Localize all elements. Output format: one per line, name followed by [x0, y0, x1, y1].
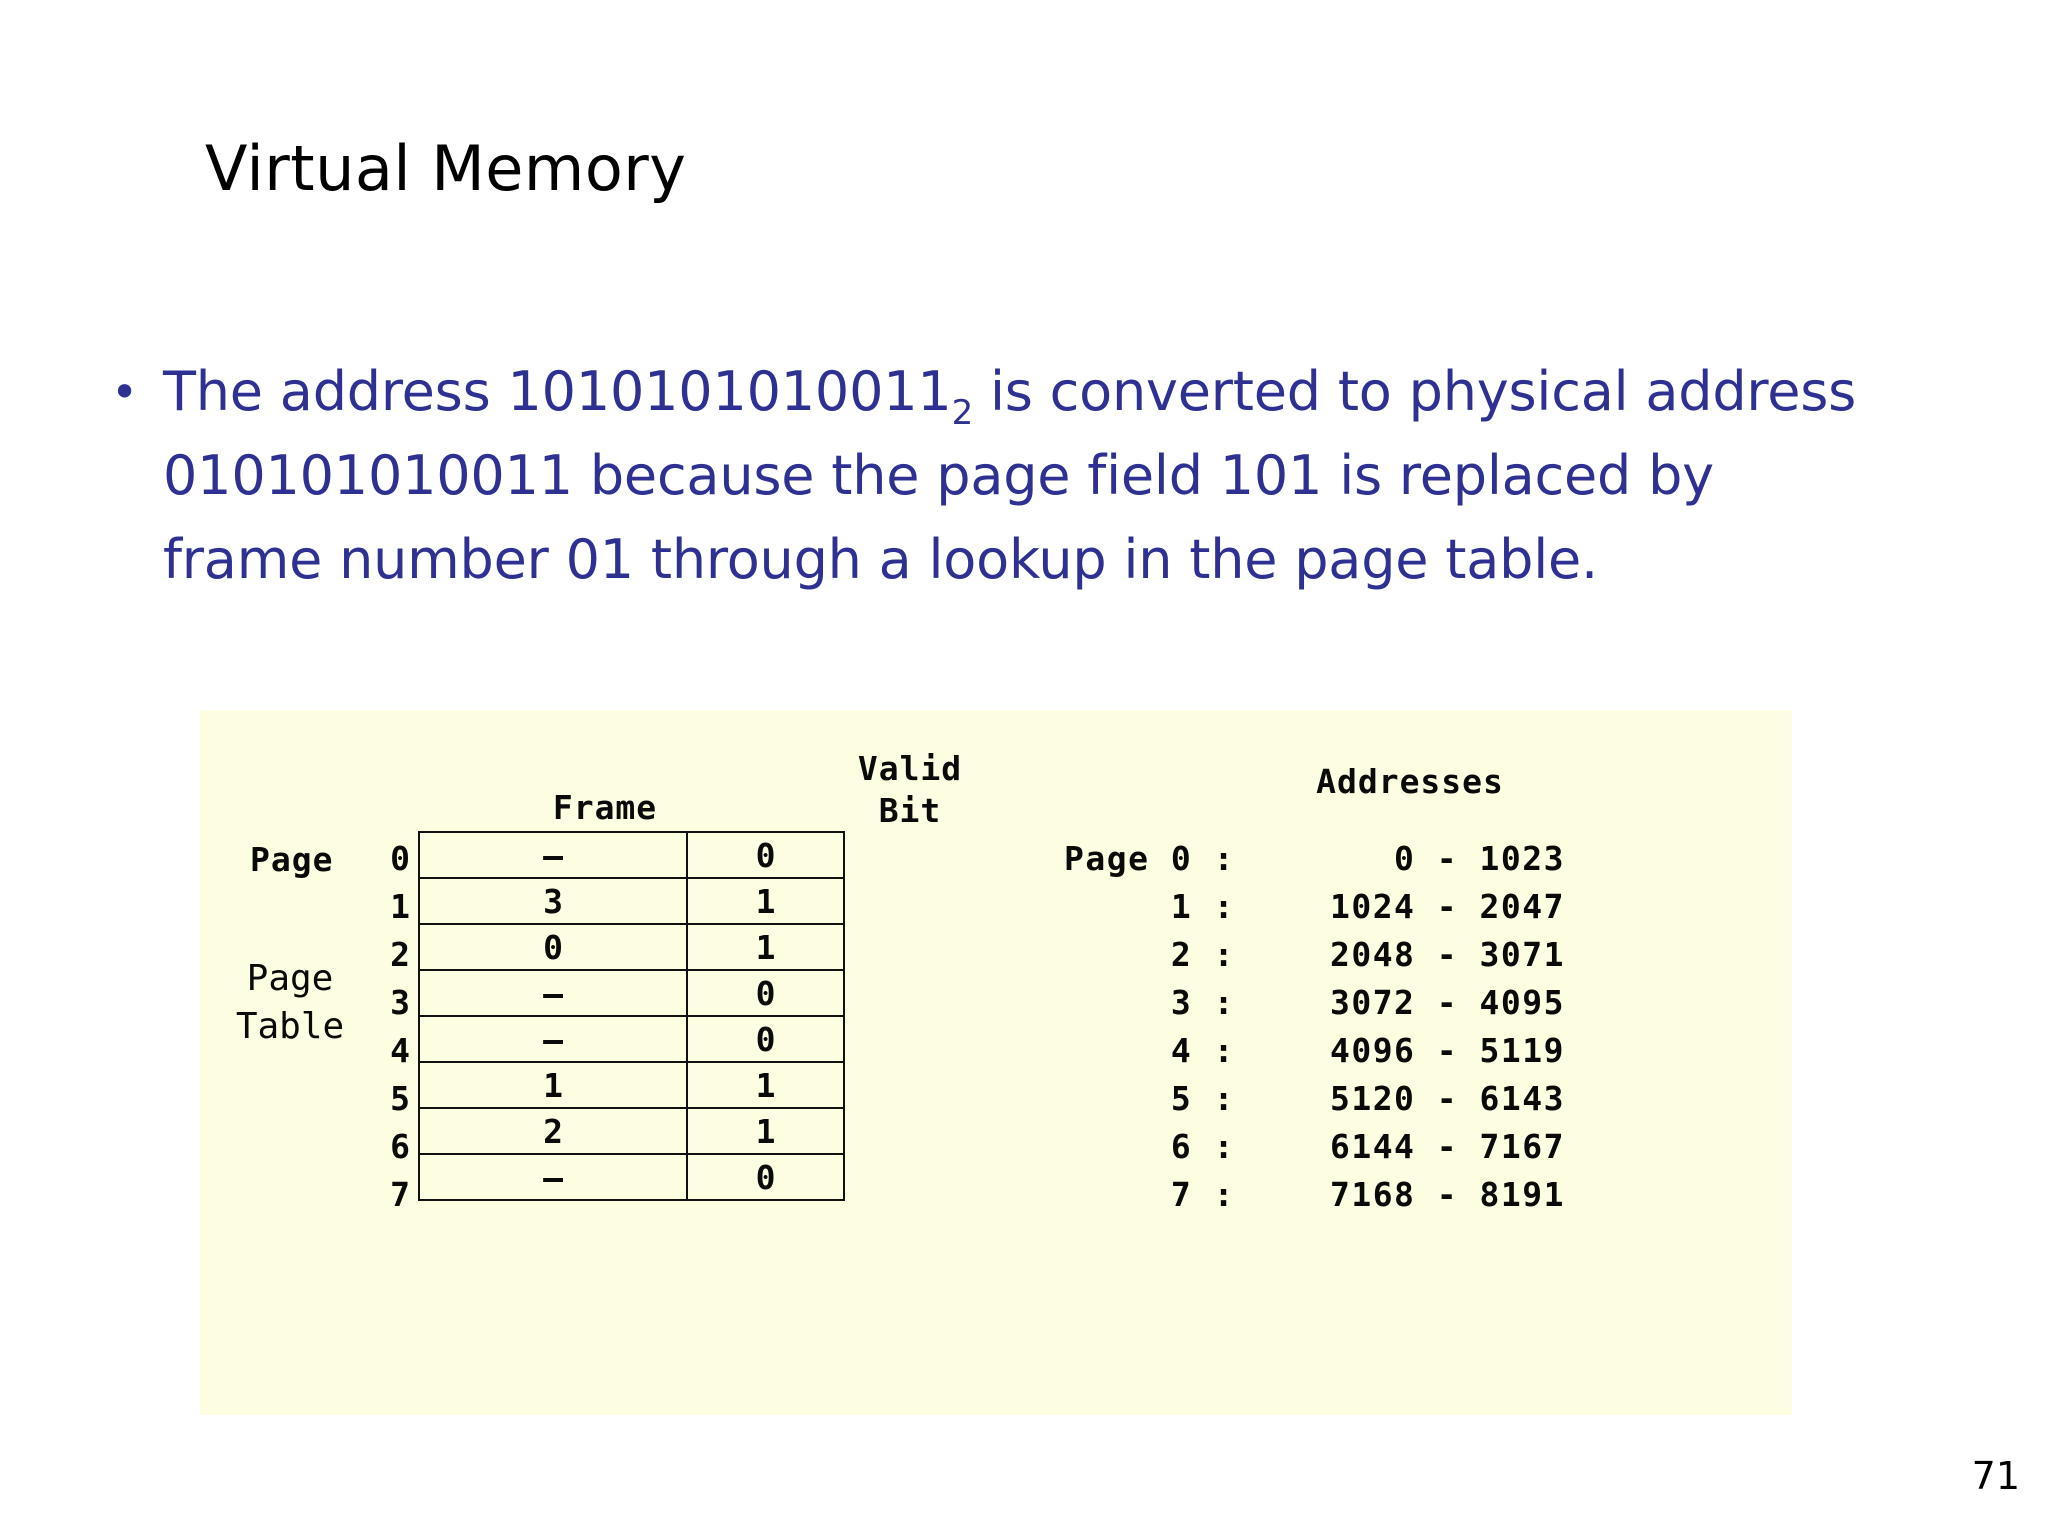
page-index: 6	[390, 1127, 410, 1166]
frame-cell: 0	[418, 923, 688, 971]
address-index: 5 :	[1170, 1079, 1235, 1118]
valid-bit-cell: 1	[686, 1061, 845, 1109]
bullet-item: • The address 10101010100112 is converte…	[105, 350, 1885, 602]
address-index: 3 :	[1170, 983, 1235, 1022]
frame-cell: –	[418, 1015, 688, 1063]
body-content: • The address 10101010100112 is converte…	[105, 350, 1885, 602]
address-row: 4 : 4096 - 5119	[1035, 1027, 1565, 1075]
page-number: 71	[1971, 1454, 2020, 1498]
address-page-label: 2 :	[1035, 931, 1235, 979]
frame-cell: –	[418, 1153, 688, 1201]
valid-bit-cell: 0	[686, 1015, 845, 1063]
page-word-label: Page	[250, 840, 334, 879]
address-index: 4 :	[1170, 1031, 1235, 1070]
address-index: 7 :	[1170, 1175, 1235, 1214]
bullet-text: The address 10101010100112 is converted …	[163, 350, 1885, 602]
address-page-label: 7 :	[1035, 1171, 1235, 1219]
page-index: 5	[390, 1079, 410, 1118]
address-row: 5 : 5120 - 6143	[1035, 1075, 1565, 1123]
address-range: 3072 - 4095	[1329, 983, 1565, 1022]
page-table-label: Page Table	[185, 955, 395, 1051]
table-row: 2 1	[418, 1107, 845, 1155]
address-range: 4096 - 5119	[1329, 1031, 1565, 1070]
page-table-label-line2: Table	[235, 1006, 345, 1047]
table-row: 1 1	[418, 1061, 845, 1109]
address-row: 7 : 7168 - 8191	[1035, 1171, 1565, 1219]
page-index-column: 0 1 2 3 4 5 6 7	[350, 835, 410, 1219]
address-range: 2048 - 3071	[1329, 935, 1565, 974]
address-page-label: 3 :	[1035, 979, 1235, 1027]
page-title: Virtual Memory	[205, 132, 687, 205]
valid-bit-cell: 0	[686, 969, 845, 1017]
address-range: 0 - 1023	[1394, 839, 1565, 878]
table-row: – 0	[418, 831, 845, 879]
column-header-frame: Frame	[552, 788, 658, 827]
page-table-grid: – 0 3 1 0 1 – 0 – 0	[418, 831, 845, 1201]
valid-header-line1: Valid	[857, 749, 963, 788]
address-index: 6 :	[1170, 1127, 1235, 1166]
table-row: 0 1	[418, 923, 845, 971]
addresses-list: Page 0 : 0 - 1023 1 : 1024 - 2047 2 : 2048 …	[1035, 835, 1565, 1219]
binary-subscript: 2	[951, 393, 974, 433]
bullet-text-part2: is converted to physical address 0101010…	[163, 360, 1857, 591]
valid-bit-cell: 1	[686, 923, 845, 971]
valid-bit-cell: 0	[686, 1153, 845, 1201]
frame-cell: 3	[418, 877, 688, 925]
address-page-label: 5 :	[1035, 1075, 1235, 1123]
address-index: 2 :	[1170, 935, 1235, 974]
address-page-label: 6 :	[1035, 1123, 1235, 1171]
addresses-page-word: Page	[1064, 839, 1150, 878]
page-table-figure: Frame Valid Bit Addresses Page Page Tabl…	[200, 710, 1792, 1415]
page-index: 0	[390, 839, 410, 878]
page-index: 2	[390, 935, 410, 974]
address-page-label: 1 :	[1035, 883, 1235, 931]
table-row: – 0	[418, 969, 845, 1017]
valid-header-line2: Bit	[878, 791, 942, 830]
address-range: 7168 - 8191	[1329, 1175, 1565, 1214]
address-row: 2 : 2048 - 3071	[1035, 931, 1565, 979]
table-row: – 0	[418, 1015, 845, 1063]
bullet-marker-icon: •	[111, 365, 139, 419]
address-row: 1 : 1024 - 2047	[1035, 883, 1565, 931]
page-index: 1	[390, 887, 410, 926]
address-range: 5120 - 6143	[1329, 1079, 1565, 1118]
address-row: Page 0 : 0 - 1023	[1035, 835, 1565, 883]
address-range: 1024 - 2047	[1329, 887, 1565, 926]
page-index: 7	[390, 1175, 410, 1214]
valid-bit-cell: 0	[686, 831, 845, 879]
address-range: 6144 - 7167	[1329, 1127, 1565, 1166]
bullet-text-part1: The address 1010101010011	[163, 360, 952, 423]
address-index: 0 :	[1170, 839, 1235, 878]
page-table-label-line1: Page	[246, 958, 334, 999]
table-row: 3 1	[418, 877, 845, 925]
page-index: 4	[390, 1031, 410, 1070]
address-row: 6 : 6144 - 7167	[1035, 1123, 1565, 1171]
address-page-label: 4 :	[1035, 1027, 1235, 1075]
address-index: 1 :	[1170, 887, 1235, 926]
valid-bit-cell: 1	[686, 1107, 845, 1155]
column-header-valid-bit: Valid Bit	[810, 748, 1010, 832]
frame-cell: –	[418, 969, 688, 1017]
frame-cell: –	[418, 831, 688, 879]
address-row: 3 : 3072 - 4095	[1035, 979, 1565, 1027]
column-header-addresses: Addresses	[1316, 762, 1504, 801]
frame-cell: 1	[418, 1061, 688, 1109]
address-page-label: Page 0 :	[1035, 835, 1235, 883]
valid-bit-cell: 1	[686, 877, 845, 925]
frame-cell: 2	[418, 1107, 688, 1155]
table-row: – 0	[418, 1153, 845, 1201]
page-index: 3	[390, 983, 410, 1022]
